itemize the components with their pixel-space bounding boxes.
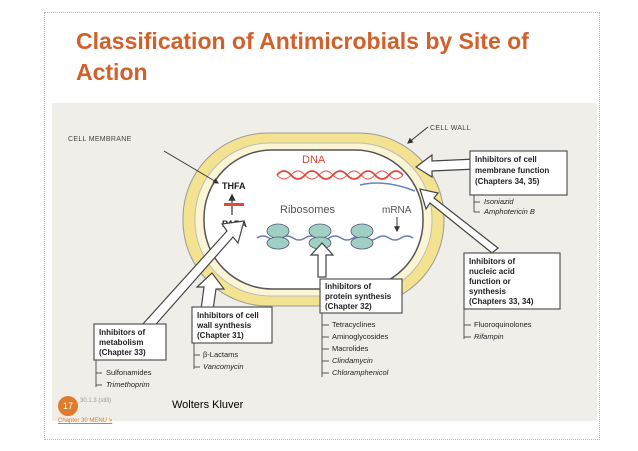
svg-text:(Chapter 33): (Chapter 33) (99, 348, 146, 357)
svg-text:protein synthesis: protein synthesis (325, 292, 392, 301)
thfa-label: THFA (222, 181, 246, 191)
svg-text:Fluoroquinolones: Fluoroquinolones (474, 320, 532, 329)
cell-diagram: CELL MEMBRANE CELL WALL DNA THFA PABA Ri… (68, 125, 568, 389)
svg-text:Inhibitors of cell: Inhibitors of cell (197, 311, 259, 320)
slide-number-badge: 17 (58, 396, 78, 416)
svg-text:wall synthesis: wall synthesis (196, 321, 252, 330)
svg-text:(Chapter 32): (Chapter 32) (325, 302, 372, 311)
svg-text:Inhibitors of: Inhibitors of (99, 328, 146, 337)
chapter-menu-link[interactable]: Chapter 30 MENU > (58, 418, 113, 424)
cytoplasm-shape (203, 149, 424, 290)
ribosome-1 (266, 223, 290, 250)
box-metabolism-inhibitors: Inhibitors of metabolism (Chapter 33) Su… (93, 323, 167, 389)
box-cell-wall-inhibitors: Inhibitors of cell wall synthesis (Chapt… (191, 306, 273, 371)
box-membrane-inhibitors: Inhibitors of cell membrane function (Ch… (469, 150, 568, 216)
slide-frame (44, 12, 600, 440)
svg-text:β-Lactams: β-Lactams (203, 350, 238, 359)
svg-text:(Chapter 31): (Chapter 31) (197, 331, 244, 340)
svg-text:Clindamycin: Clindamycin (332, 356, 373, 365)
svg-text:function or: function or (469, 277, 511, 286)
figure-reference: 30.1.3 (still) (80, 398, 112, 404)
svg-text:Chloramphenicol: Chloramphenicol (332, 368, 389, 377)
arrow-protein (309, 242, 335, 278)
ribosome-3 (350, 223, 374, 250)
svg-text:Amphotericin B: Amphotericin B (483, 207, 535, 216)
svg-text:Inhibitors of: Inhibitors of (469, 257, 516, 266)
credit-text: Wolters Kluver (172, 399, 244, 411)
cell-membrane-label: CELL MEMBRANE (68, 136, 132, 143)
svg-text:Vancomycin: Vancomycin (203, 362, 244, 371)
svg-text:Inhibitors of cell: Inhibitors of cell (475, 155, 537, 164)
svg-text:synthesis: synthesis (469, 287, 506, 296)
cell-wall-label: CELL WALL (430, 125, 471, 132)
dna-strand (276, 170, 404, 180)
svg-text:Rifampin: Rifampin (474, 332, 504, 341)
arrow-membrane (414, 153, 477, 179)
svg-text:Isoniazid: Isoniazid (484, 197, 514, 206)
svg-text:(Chapters 33, 34): (Chapters 33, 34) (469, 297, 534, 306)
mrna-label: mRNA (382, 205, 412, 216)
slide-title: Classification of Antimicrobials by Site… (76, 28, 529, 85)
dna-label: DNA (302, 154, 326, 166)
svg-text:nucleic acid: nucleic acid (469, 267, 515, 276)
box-nucleic-acid-inhibitors: Inhibitors of nucleic acid function or s… (463, 252, 561, 341)
box-protein-synthesis-inhibitors: Inhibitors of protein synthesis (Chapter… (319, 278, 403, 377)
arrow-metabolism (141, 220, 245, 332)
diagram-panel: CELL MEMBRANE CELL WALL DNA THFA PABA Ri… (52, 103, 597, 421)
svg-text:Inhibitors of: Inhibitors of (325, 282, 372, 291)
svg-text:(Chapters 34, 35): (Chapters 34, 35) (475, 177, 540, 186)
svg-text:Aminoglycosides: Aminoglycosides (332, 332, 389, 341)
arrow-nucleic (419, 188, 499, 254)
svg-text:Trimethoprim: Trimethoprim (106, 380, 150, 389)
svg-text:Sulfonamides: Sulfonamides (106, 368, 152, 377)
svg-text:membrane function: membrane function (475, 166, 549, 175)
svg-text:Tetracyclines: Tetracyclines (332, 320, 376, 329)
block-bar (224, 203, 244, 206)
svg-text:metabolism: metabolism (99, 338, 143, 347)
svg-text:Macrolides: Macrolides (332, 344, 369, 353)
ribosomes-label: Ribosomes (280, 204, 336, 216)
